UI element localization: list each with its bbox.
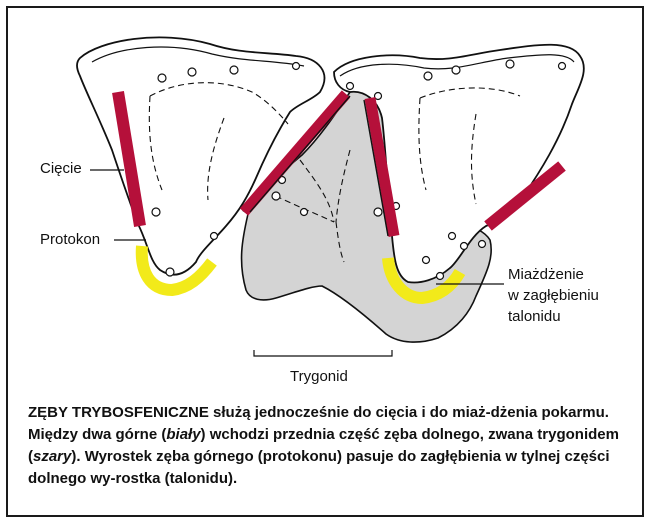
label-shearing: Cięcie — [40, 160, 82, 178]
trigonid-bracket — [254, 350, 392, 356]
caption-upper-emphasis: biały — [166, 426, 200, 443]
caption-title: ZĘBY TRYBOSFENICZNE — [28, 404, 209, 421]
caption-lower-emphasis: szary — [33, 448, 71, 465]
label-crushing-1: Miażdżenie — [508, 266, 584, 284]
figure-caption: ZĘBY TRYBOSFENICZNE służą jednocześnie d… — [28, 402, 632, 490]
caption-part-3: ). Wyrostek zęba górnego (protokonu) pas… — [28, 448, 610, 487]
label-protocone: Protokon — [40, 231, 100, 249]
label-crushing-2: w zagłębieniu — [508, 287, 599, 305]
tooth-diagram — [0, 0, 654, 400]
label-trigonid: Trygonid — [290, 368, 348, 386]
label-crushing-3: talonidu — [508, 308, 561, 326]
